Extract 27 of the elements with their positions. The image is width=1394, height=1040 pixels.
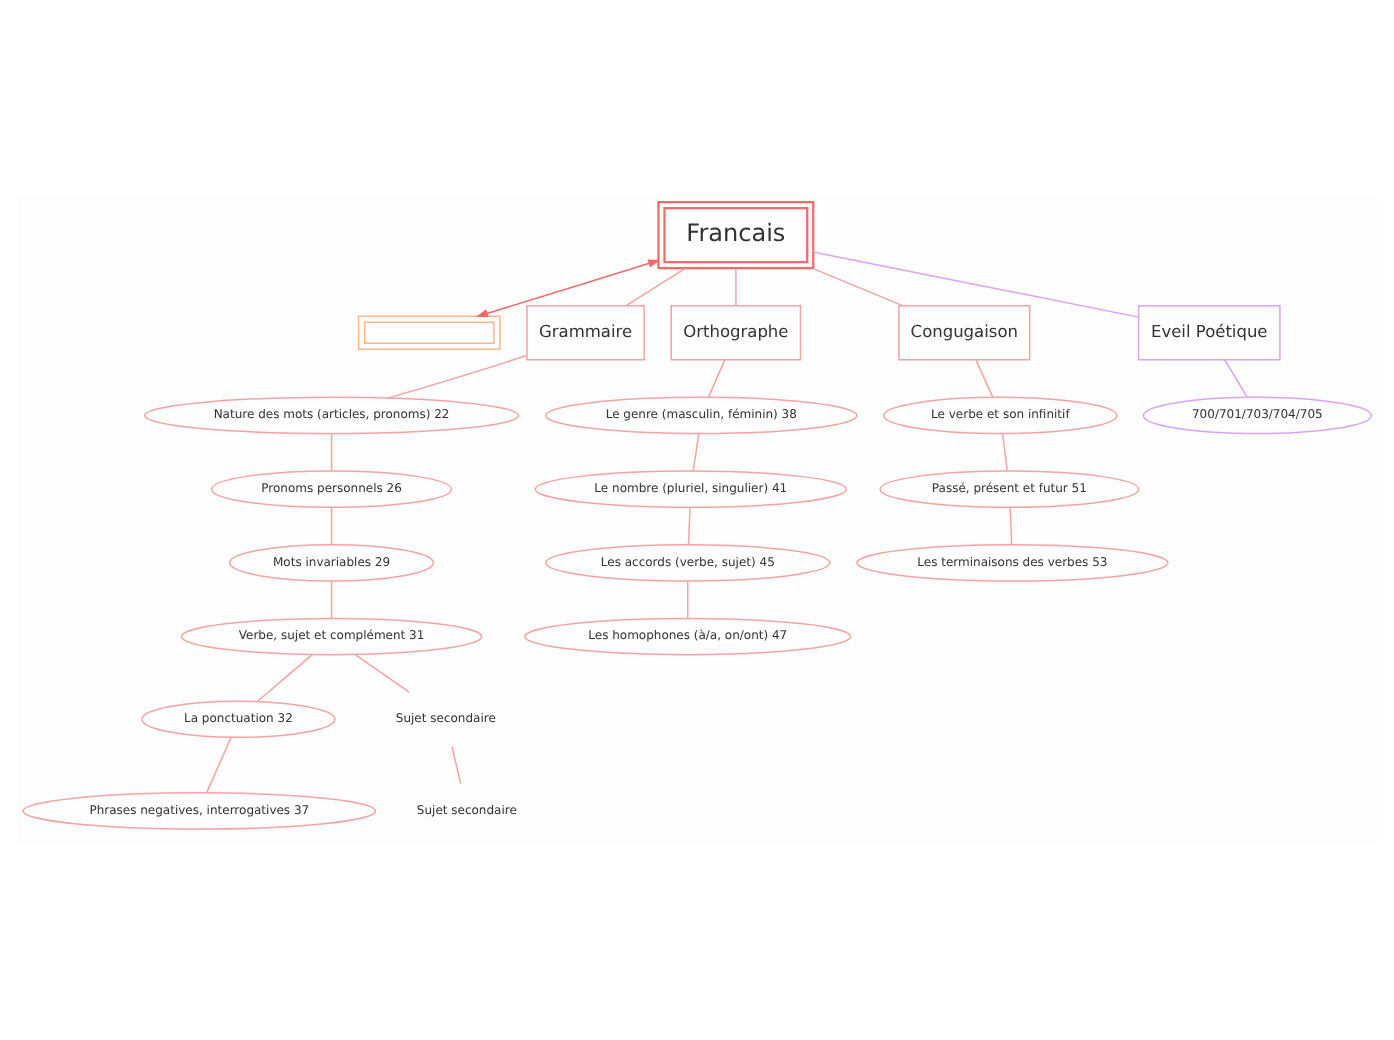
connector (735, 267, 737, 307)
connector (812, 251, 1140, 318)
connector (354, 653, 410, 693)
connector (386, 354, 528, 399)
connector (687, 507, 691, 546)
node-box (357, 315, 501, 351)
connector (330, 507, 333, 546)
connector (692, 433, 700, 472)
node-box: Francais (657, 200, 815, 270)
node-box: Orthographe (670, 304, 802, 361)
arrow (476, 259, 661, 318)
connector (707, 359, 726, 398)
connector (811, 267, 904, 307)
node-box: Congugaison (898, 304, 1031, 361)
node-box: Grammaire (526, 304, 645, 361)
connector (975, 359, 994, 398)
connector (330, 433, 333, 472)
connector (1224, 359, 1248, 398)
node-box: Eveil Poétique (1137, 304, 1281, 361)
connector (1001, 433, 1008, 472)
connector (625, 267, 687, 307)
connector (451, 745, 462, 785)
connector (330, 580, 333, 619)
connector (205, 736, 232, 794)
connector (687, 580, 689, 619)
connector (256, 653, 314, 702)
connector (1009, 507, 1013, 546)
